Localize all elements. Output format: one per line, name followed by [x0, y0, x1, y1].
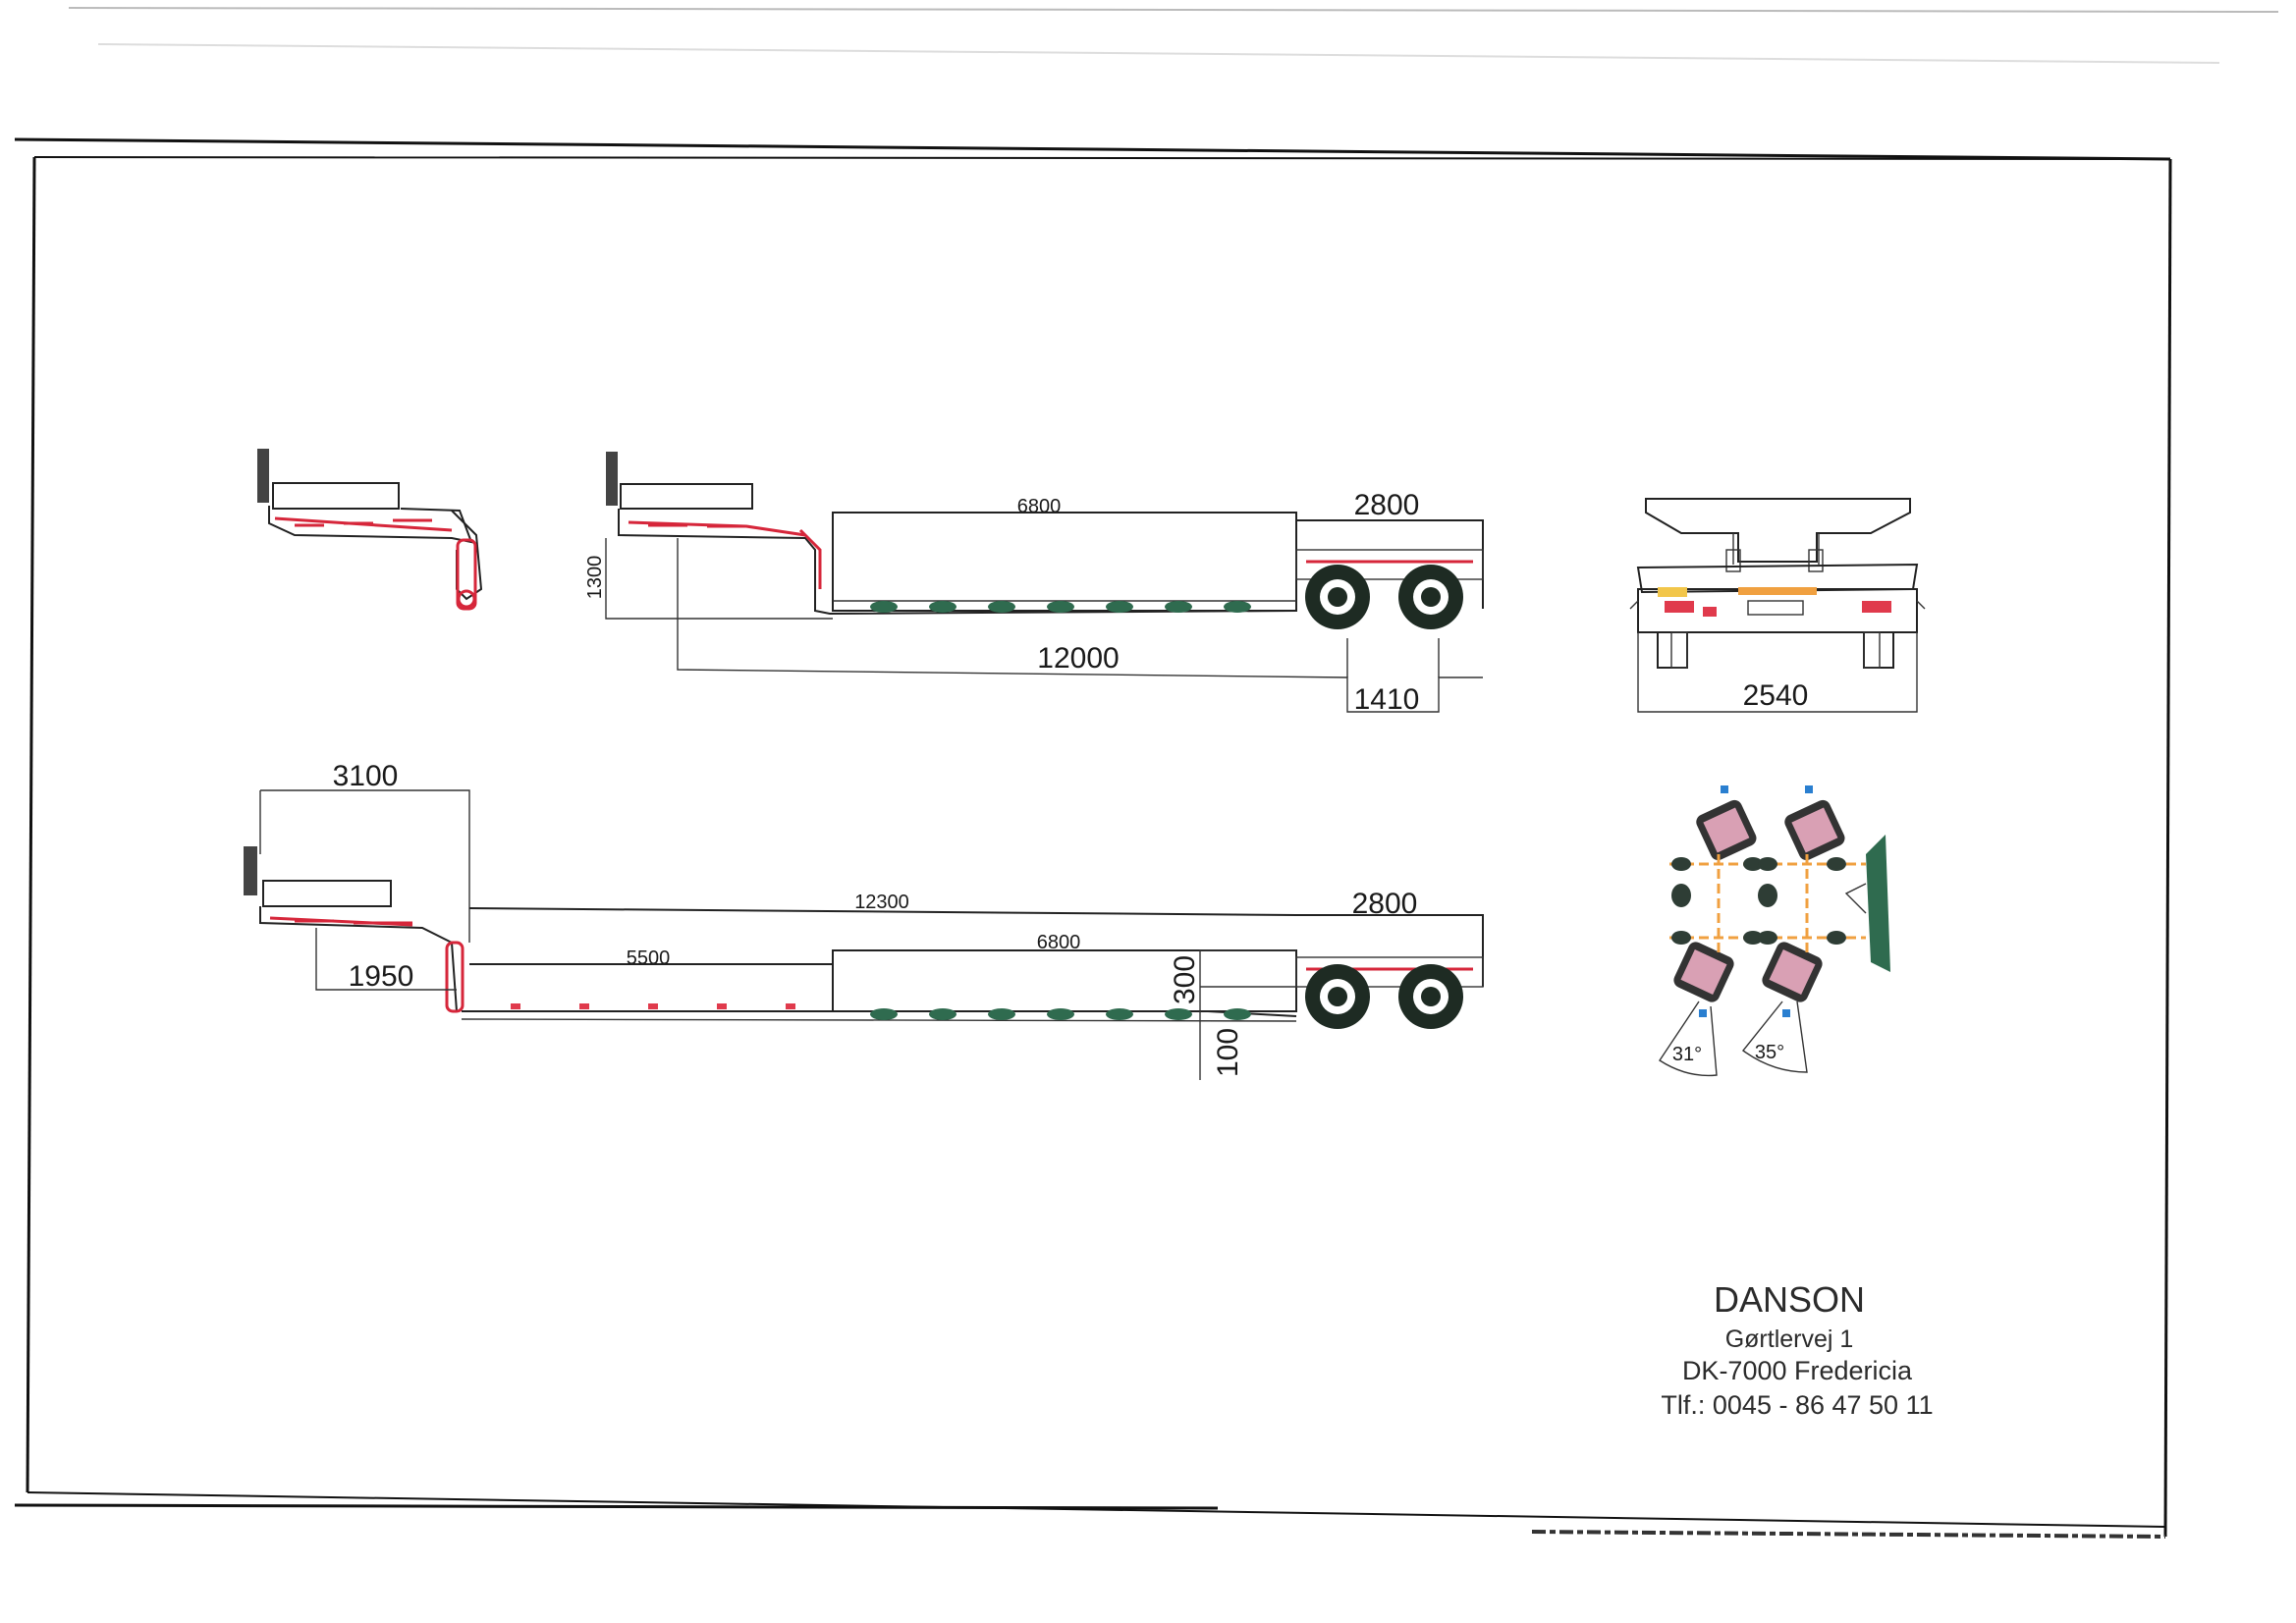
dim-overall-top: 12000	[1037, 642, 1119, 675]
dim-overall-extended: 12300	[854, 892, 909, 913]
dim-neck-height: 1300	[584, 556, 606, 600]
company-phone: Tlf.: 0045 - 86 47 50 11	[1661, 1390, 1933, 1420]
page-frame	[14, 7, 2279, 1539]
dim-rear-extended: 2800	[1352, 888, 1418, 920]
dim-axle-spacing: 1410	[1354, 683, 1420, 716]
dim-angle-outer: 35°	[1755, 1042, 1784, 1063]
company-info: DANSON Gørtlervej 1 DK-7000 Fredericia T…	[1661, 1279, 1933, 1420]
dimension-labels: 6800 2800 1300 12000 1410 2540 3100 1950…	[333, 489, 1809, 1077]
rear-wheel-1	[1305, 565, 1370, 629]
rear-wheel-2	[1398, 565, 1463, 629]
dim-ground-clearance: 100	[1212, 1028, 1244, 1077]
rear-wheel-3	[1305, 964, 1370, 1029]
rear-view	[1629, 498, 1926, 713]
dim-rear-top: 2800	[1354, 489, 1420, 521]
dim-width: 2540	[1743, 679, 1809, 712]
side-view-extended	[244, 789, 1484, 1080]
dim-deck-top: 6800	[1017, 496, 1062, 517]
dim-gooseneck: 3100	[333, 760, 399, 792]
company-street: Gørtlervej 1	[1725, 1325, 1854, 1353]
steering-plan-view	[1659, 785, 1890, 1077]
dim-gooseneck-offset: 1950	[349, 960, 414, 993]
company-city: DK-7000 Fredericia	[1682, 1356, 1913, 1385]
dim-extension: 5500	[627, 947, 671, 969]
dim-step-height: 300	[1169, 955, 1201, 1004]
gooseneck-detail-view	[257, 449, 483, 611]
dim-angle-inner: 31°	[1672, 1044, 1702, 1065]
dim-deck-extended: 6800	[1037, 932, 1081, 953]
side-view-top	[605, 452, 1484, 713]
company-name: DANSON	[1714, 1279, 1865, 1320]
rear-wheel-4	[1398, 964, 1463, 1029]
